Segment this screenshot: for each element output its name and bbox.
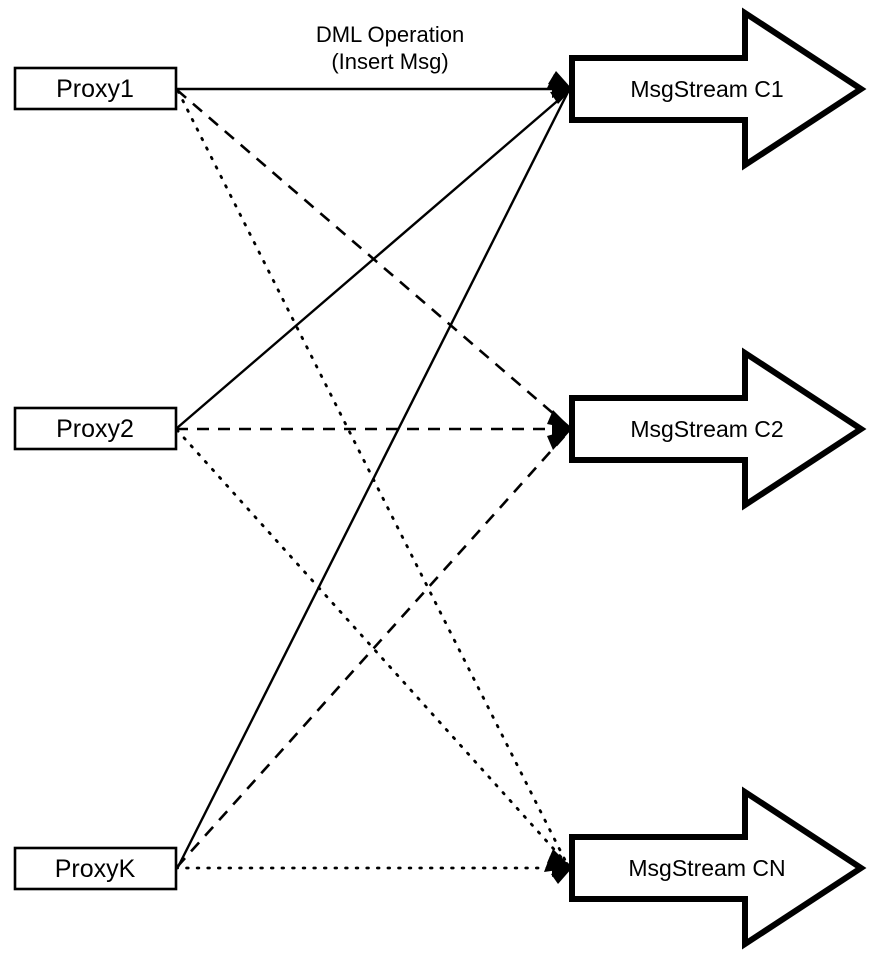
arrowhead-icon	[547, 429, 572, 450]
node-stream-c2[interactable]: MsgStream C2	[569, 347, 867, 511]
stream-nodes: MsgStream C1 MsgStream C2 MsgStream CN	[569, 7, 867, 950]
arrowhead-icon	[544, 856, 572, 872]
proxy2-box[interactable]	[13, 406, 178, 451]
edge-label-line1: DML Operation	[316, 22, 464, 47]
edge-proxyk-to-stream-c2	[176, 430, 570, 868]
stream-c2-arrow-shape[interactable]	[569, 347, 867, 511]
node-proxy2[interactable]: Proxy2	[13, 406, 178, 451]
proxyk-label: ProxyK	[55, 855, 136, 883]
arrowhead-layer	[544, 71, 572, 884]
stream-cn-arrow-shape[interactable]	[569, 786, 867, 950]
edge-label-group: DML Operation (Insert Msg)	[316, 22, 464, 74]
stream-cn-label: MsgStream CN	[628, 855, 785, 881]
proxy-nodes: Proxy1 Proxy2 ProxyK	[13, 66, 178, 891]
arrowhead-icon	[550, 89, 572, 104]
edge-proxy2-to-stream-cn	[175, 428, 571, 868]
node-proxy1[interactable]: Proxy1	[13, 66, 178, 111]
node-stream-cn[interactable]: MsgStream CN	[569, 786, 867, 950]
arrowhead-icon	[548, 71, 572, 89]
edge-proxyk-to-stream-c1	[176, 91, 570, 868]
arrowheads-stream-c2	[547, 410, 572, 450]
edge-layer	[174, 87, 571, 870]
node-proxyk[interactable]: ProxyK	[13, 846, 178, 891]
arrowhead-icon	[551, 868, 572, 884]
stream-c2-label: MsgStream C2	[630, 416, 783, 442]
edge-proxy2-to-stream-c1	[176, 90, 570, 429]
proxyk-box[interactable]	[13, 846, 178, 891]
proxy1-box[interactable]	[13, 66, 178, 111]
arrowheads-stream-c1	[546, 71, 572, 104]
edge-label-line2: (Insert Msg)	[331, 49, 448, 74]
node-stream-c1[interactable]: MsgStream C1	[569, 7, 867, 171]
arrowhead-icon	[547, 410, 572, 429]
stream-c1-label: MsgStream C1	[630, 76, 783, 102]
proxy2-label: Proxy2	[56, 415, 134, 443]
arrowheads-stream-cn	[544, 849, 572, 884]
proxy1-label: Proxy1	[56, 75, 134, 103]
stream-c1-arrow-shape[interactable]	[569, 7, 867, 171]
